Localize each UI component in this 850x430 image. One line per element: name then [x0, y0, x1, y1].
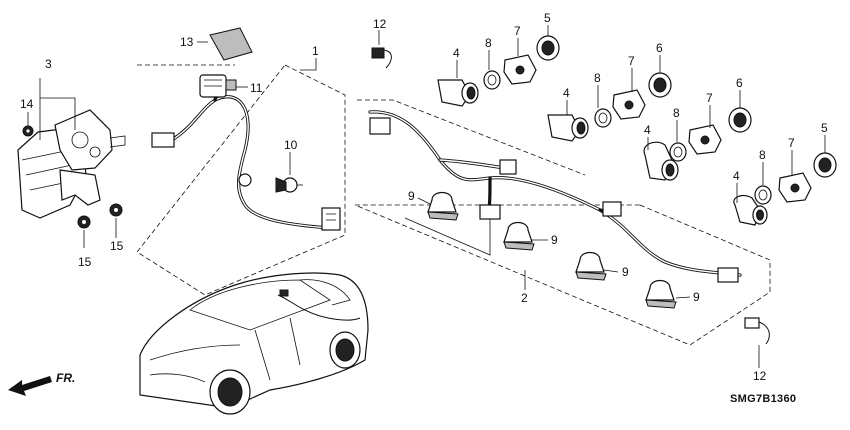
- clip-part-12-top: [371, 47, 392, 69]
- clip-part-9-b: [503, 221, 535, 251]
- pad-part-13: [209, 27, 253, 61]
- sensor-part-4-b: [547, 114, 589, 142]
- clip-part-10: [275, 177, 303, 193]
- callout-2: 2: [521, 291, 528, 305]
- clip-part-12-bottom: [744, 317, 770, 345]
- diagram-reference-code: SMG7B1360: [730, 393, 796, 405]
- callout-6-b: 6: [736, 76, 743, 90]
- nut-part-14: [22, 125, 34, 137]
- callout-8-b: 8: [594, 71, 601, 85]
- callout-5-b: 5: [821, 121, 828, 135]
- ring-part-8-d: [754, 185, 772, 205]
- harness-part-1: [151, 84, 341, 231]
- front-direction-arrow: [8, 376, 52, 396]
- callout-12-top: 12: [373, 17, 387, 31]
- callout-13: 13: [180, 35, 194, 49]
- ring-part-8-b: [594, 108, 612, 128]
- callout-10: 10: [284, 138, 298, 152]
- clip-part-9-c: [575, 251, 607, 281]
- callout-labels: 3 14 15 15 1 11 10 13 12 12 2 4 4 4 4 8 …: [20, 11, 828, 383]
- holder-part-7-d: [778, 172, 812, 203]
- callout-9-d: 9: [693, 290, 700, 304]
- clip-part-11: [199, 74, 237, 98]
- callout-3: 3: [45, 57, 52, 71]
- callout-4-d: 4: [733, 169, 740, 183]
- front-direction-label: FR.: [56, 371, 75, 385]
- holder-part-7-a: [503, 54, 537, 85]
- callout-4-a: 4: [453, 46, 460, 60]
- callout-12-bottom: 12: [753, 369, 767, 383]
- assembly-1-frame: [136, 64, 346, 296]
- callout-11: 11: [250, 81, 263, 95]
- callout-8-d: 8: [759, 148, 766, 162]
- callout-6-a: 6: [656, 41, 663, 55]
- ring-part-8-c: [669, 142, 687, 162]
- callout-9-c: 9: [622, 265, 629, 279]
- callout-7-a: 7: [514, 24, 521, 38]
- callout-15-right: 15: [110, 239, 124, 253]
- callout-7-c: 7: [706, 91, 713, 105]
- callout-4-b: 4: [563, 86, 570, 100]
- cover-part-6-b: [728, 107, 752, 133]
- nut-part-15-right: [109, 203, 123, 217]
- callout-7-b: 7: [628, 54, 635, 68]
- callout-4-c: 4: [644, 123, 651, 137]
- harness-part-2: [368, 110, 742, 283]
- clip-part-9-d: [645, 279, 677, 309]
- callout-8-c: 8: [673, 106, 680, 120]
- control-unit-part: [17, 109, 126, 219]
- cover-part-5-b: [813, 152, 837, 178]
- callout-14: 14: [20, 97, 34, 111]
- callout-9-a: 9: [408, 189, 415, 203]
- callout-5-a: 5: [544, 11, 551, 25]
- callout-15-left: 15: [78, 255, 92, 269]
- callout-9-b: 9: [551, 233, 558, 247]
- holder-part-7-c: [688, 124, 722, 155]
- sensor-part-4-c: [643, 141, 679, 181]
- leader-lines: [27, 25, 826, 368]
- car-illustration: [139, 272, 369, 415]
- callout-8-a: 8: [485, 36, 492, 50]
- nut-part-15-left: [77, 215, 91, 229]
- cover-part-5-a: [536, 35, 560, 61]
- sensor-part-4-a: [437, 79, 479, 107]
- cover-part-6-a: [648, 72, 672, 98]
- clip-part-9-a: [427, 191, 459, 221]
- assembly-2-frame: [354, 99, 771, 346]
- holder-part-7-b: [612, 89, 646, 120]
- ring-part-8-a: [483, 70, 501, 90]
- callout-1: 1: [312, 44, 319, 58]
- sensor-part-4-d: [733, 194, 768, 226]
- callout-7-d: 7: [788, 136, 795, 150]
